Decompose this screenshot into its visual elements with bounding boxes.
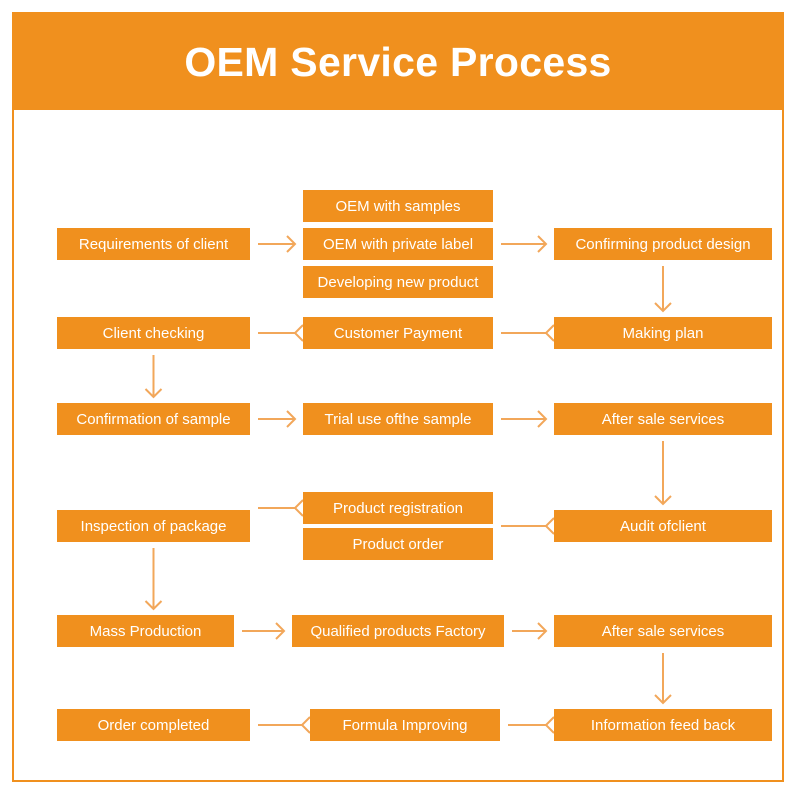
arrowhead-e14 <box>537 622 548 640</box>
node-requirements-of-client[interactable]: Requirements of client <box>57 228 250 260</box>
arrowhead-e6 <box>144 388 163 399</box>
arrowhead-e5 <box>293 324 304 342</box>
arrowhead-e8 <box>537 410 548 428</box>
node-oem-with-samples[interactable]: OEM with samples <box>303 190 493 222</box>
node-mass-production[interactable]: Mass Production <box>57 615 234 647</box>
arrowhead-e17 <box>300 716 311 734</box>
node-customer-payment[interactable]: Customer Payment <box>303 317 493 349</box>
node-product-registration[interactable]: Product registration <box>303 492 493 524</box>
arrowhead-e15 <box>654 694 672 705</box>
arrowhead-e3 <box>654 302 672 313</box>
node-inspection-of-package[interactable]: Inspection of package <box>57 510 250 542</box>
node-formula-improving[interactable]: Formula Improving <box>310 709 500 741</box>
node-making-plan[interactable]: Making plan <box>554 317 772 349</box>
node-order-completed[interactable]: Order completed <box>57 709 250 741</box>
arrowhead-e1 <box>286 235 297 253</box>
arrowhead-e13 <box>275 622 286 640</box>
node-confirming-product-design[interactable]: Confirming product design <box>554 228 772 260</box>
node-client-checking[interactable]: Client checking <box>57 317 250 349</box>
node-information-feed-back[interactable]: Information feed back <box>554 709 772 741</box>
arrowhead-e11 <box>293 499 304 517</box>
node-developing-new-product[interactable]: Developing new product <box>303 266 493 298</box>
header-band: OEM Service Process <box>14 14 782 110</box>
page-frame: OEM Service Process Requirements of clie… <box>12 12 784 782</box>
arrowhead-e7 <box>286 410 297 428</box>
arrowhead-e4 <box>544 324 555 342</box>
node-oem-with-private-label[interactable]: OEM with private label <box>303 228 493 260</box>
node-audit-of-client[interactable]: Audit ofclient <box>554 510 772 542</box>
arrowhead-e9 <box>654 495 672 506</box>
node-after-sale-services-2[interactable]: After sale services <box>554 615 772 647</box>
page-title: OEM Service Process <box>184 38 612 85</box>
node-trial-use-of-the-sample[interactable]: Trial use ofthe sample <box>303 403 493 435</box>
arrowhead-e16 <box>544 716 555 734</box>
node-qualified-products-factory[interactable]: Qualified products Factory <box>292 615 504 647</box>
arrowhead-e10 <box>544 517 555 535</box>
arrowhead-e2 <box>537 235 548 253</box>
node-product-order[interactable]: Product order <box>303 528 493 560</box>
node-after-sale-services-1[interactable]: After sale services <box>554 403 772 435</box>
node-confirmation-of-sample[interactable]: Confirmation of sample <box>57 403 250 435</box>
arrowhead-e12 <box>144 600 163 611</box>
